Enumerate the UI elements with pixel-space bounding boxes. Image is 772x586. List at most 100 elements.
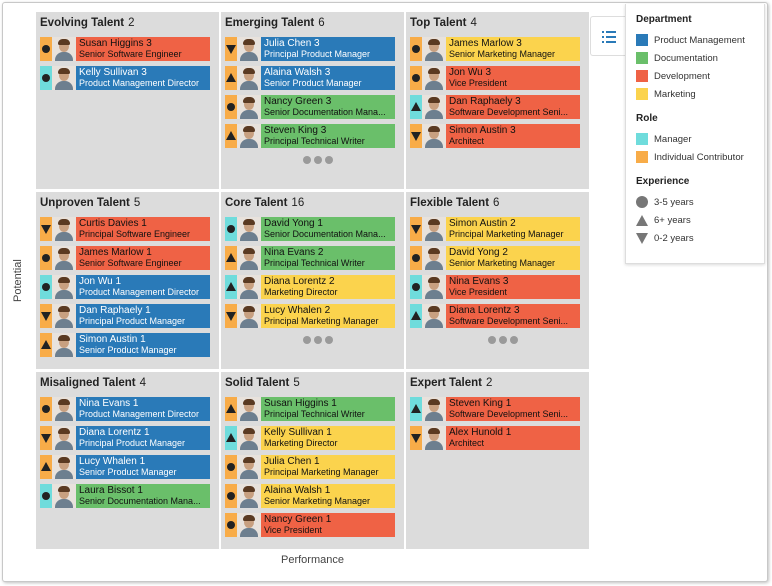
more-button[interactable] (303, 156, 333, 166)
experience-circle-icon (636, 196, 648, 208)
role-indicator (225, 513, 237, 537)
experience-circle-icon (412, 254, 420, 262)
avatar (237, 484, 261, 508)
experience-circle-icon (227, 521, 235, 529)
role-indicator (40, 246, 52, 270)
employee-name: James Marlow 1 (79, 247, 152, 258)
employee-title: Marketing Director (264, 438, 338, 448)
role-indicator (410, 95, 422, 119)
experience-circle-icon (42, 492, 50, 500)
employee-name: David Yong 2 (449, 247, 508, 258)
legend-item-individual-contributor: Individual Contributor (636, 148, 764, 166)
employee-title: Software Development Seni... (449, 316, 569, 326)
cell-title-text: Unproven Talent (40, 197, 130, 209)
avatar (237, 304, 261, 328)
experience-down-icon (636, 232, 648, 244)
legend-label: Individual Contributor (654, 151, 744, 163)
more-button[interactable] (488, 336, 518, 346)
cell-title-text: Flexible Talent (410, 197, 490, 209)
experience-up-icon (226, 282, 236, 291)
employee-name: Simon Austin 3 (449, 125, 516, 136)
employee-name: Lucy Whalen 1 (79, 456, 146, 467)
experience-circle-icon (42, 254, 50, 262)
experience-up-icon (41, 462, 51, 471)
cell-title-text: Top Talent (410, 17, 467, 29)
more-dot-icon (314, 156, 322, 164)
more-button[interactable] (303, 336, 333, 346)
employee-title: Senior Software Engineer (79, 49, 182, 59)
avatar (237, 66, 261, 90)
more-dot-icon (325, 156, 333, 164)
employee-title: Principal Technical Writer (264, 136, 365, 146)
cell-count: 6 (318, 17, 325, 29)
employee-title: Senior Documentation Mana... (264, 107, 386, 117)
employee-title: Senior Product Manager (264, 78, 362, 88)
avatar (52, 455, 76, 479)
legend-item-6-years: 6+ years (636, 211, 764, 229)
y-axis-label: Potential (12, 259, 24, 302)
more-dot-icon (325, 336, 333, 344)
legend-item-development: Development (636, 67, 764, 85)
avatar (52, 484, 76, 508)
experience-down-icon (41, 225, 51, 234)
employee-title: Principal Technical Writer (264, 409, 365, 419)
employee-name: Dan Raphaely 1 (79, 305, 151, 316)
employee-name: Curtis Davies 1 (79, 218, 147, 229)
legend-label: Documentation (654, 52, 718, 64)
role-indicator (410, 397, 422, 421)
employee-name: Laura Bissot 1 (79, 485, 143, 496)
role-indicator (40, 66, 52, 90)
legend-role-heading: Role (636, 113, 658, 124)
legend-experience-heading: Experience (636, 176, 690, 187)
experience-down-icon (41, 434, 51, 443)
employee-title: Senior Marketing Manager (449, 49, 556, 59)
legend-toggle-button[interactable] (590, 16, 626, 56)
employee-title: Senior Product Manager (79, 467, 177, 477)
